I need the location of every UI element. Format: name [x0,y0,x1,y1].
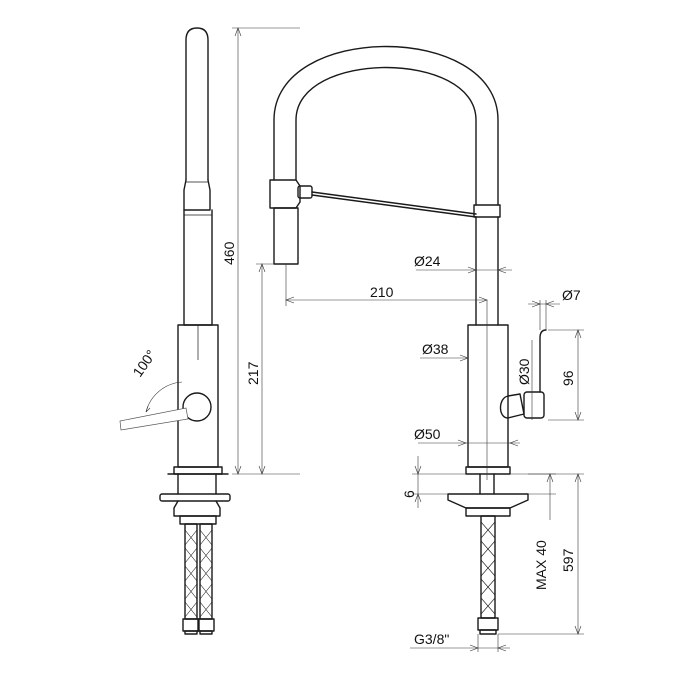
front-view [269,45,547,635]
side-view-joint [183,179,211,211]
label-lever-width: Ø7 [562,287,581,303]
side-view-counter-plate [159,493,231,502]
side-view-fixing-nut [173,500,221,517]
front-view-lever [499,329,547,419]
label-spout-reach: 210 [370,284,394,300]
side-view-spout [185,27,209,181]
dimension-labels: 460 217 210 Ø24 Ø38 Ø50 Ø30 Ø7 96 6 MAX … [221,241,581,647]
label-hose-length: 597 [560,548,576,572]
label-max-counter-thickness: MAX 40 [533,540,549,590]
side-view: 100° [119,27,231,635]
label-lever-height: 96 [560,370,576,386]
label-lever-pivot-diameter: Ø30 [516,358,532,385]
label-base-plate-thickness: 6 [401,490,417,498]
label-base-diameter: Ø50 [414,426,441,442]
side-view-body [183,209,213,326]
front-view-fixing-nut [465,507,511,517]
front-view-joint [473,204,501,218]
label-height-spout: 217 [245,361,261,385]
front-view-holder-rod [311,191,477,215]
front-view-lower-body [467,324,509,468]
side-view-lever-ghost [119,407,189,431]
side-view-base-ring [173,466,223,475]
label-body-diameter: Ø38 [422,341,449,357]
front-view-spout-arch [273,45,499,206]
label-connection-thread: G3/8" [414,631,449,647]
lever-rotation-label: 100° [129,347,159,380]
label-spout-diameter: Ø24 [414,253,441,269]
side-view-hoses [182,523,215,635]
side-view-lever-knob [182,392,212,422]
front-view-counter-plate [447,493,529,509]
front-view-body [475,216,499,326]
lever-rotation-arc [145,381,183,413]
label-height-total: 460 [221,241,237,265]
front-view-base-ring [465,466,511,475]
front-view-spray-head [269,179,313,265]
dimension-lines [232,27,584,652]
front-view-hose [477,515,499,635]
